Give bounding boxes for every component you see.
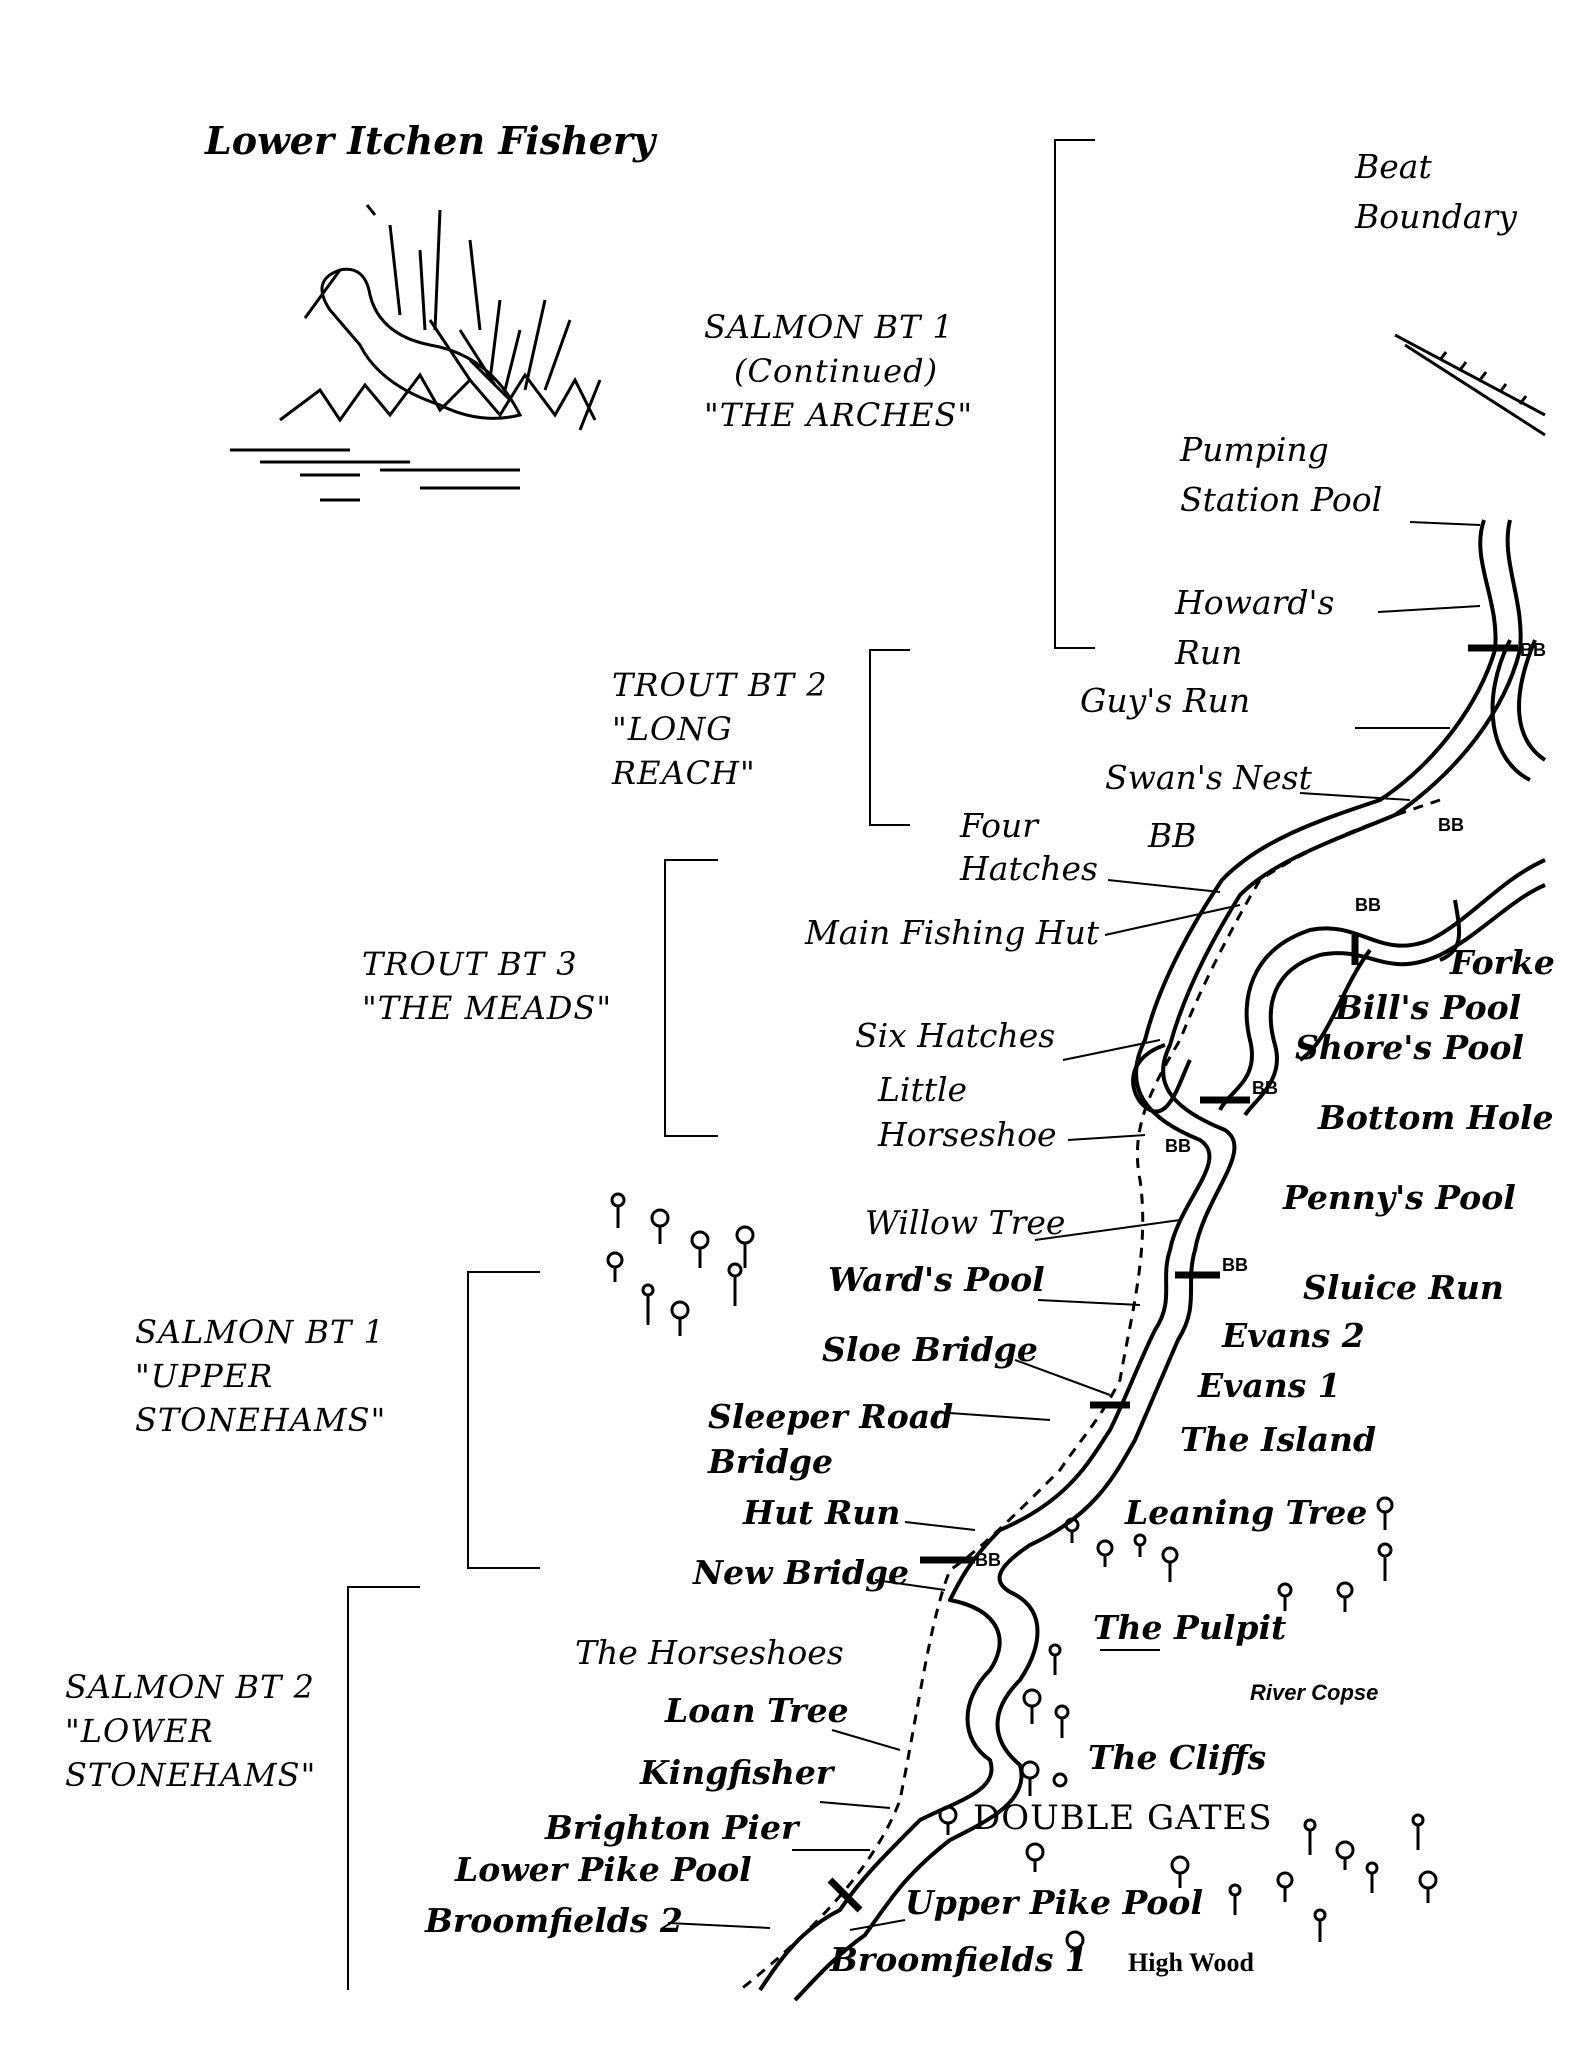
label-evans-2: Evans 2 xyxy=(1222,1316,1365,1355)
label-double-gates: DOUBLE GATES xyxy=(973,1798,1273,1838)
footpath xyxy=(739,798,1441,1992)
bridge-mark: BB xyxy=(1222,1255,1248,1275)
map-title: Lower Itchen Fishery xyxy=(205,118,656,163)
label-pennys-pool: Penny's Pool xyxy=(1283,1178,1516,1217)
bridge-mark: BB xyxy=(1355,895,1381,915)
label-forke: Forke xyxy=(1450,943,1555,982)
label-evans-1: Evans 1 xyxy=(1198,1366,1341,1405)
label-pumping-station-pool: Pumping Station Pool xyxy=(1180,430,1383,519)
label-guys-run: Guy's Run xyxy=(1080,681,1251,720)
river-channel xyxy=(758,519,1523,2002)
label-kingfisher: Kingfisher xyxy=(640,1753,834,1792)
label-four-hatches: Four Hatches xyxy=(960,806,1098,888)
beat-salmon2-lower: SALMON BT 2 "LOWER STONEHAMS" xyxy=(65,1668,317,1795)
label-hut-run: Hut Run xyxy=(743,1493,901,1532)
label-lower-pike-pool: Lower Pike Pool xyxy=(455,1850,752,1889)
heron-illustration xyxy=(230,204,602,502)
label-bills-pool: Bill's Pool xyxy=(1335,988,1522,1027)
leader-lines xyxy=(667,521,1481,1931)
label-sluice-run: Sluice Run xyxy=(1303,1268,1504,1307)
label-shores-pool: Shore's Pool xyxy=(1295,1028,1524,1067)
bridge-mark: BB xyxy=(975,1550,1001,1570)
label-howards-run: Howard's Run xyxy=(1175,583,1335,672)
label-bb: BB xyxy=(1148,816,1197,855)
beat-trout3: TROUT BT 3 "THE MEADS" xyxy=(362,945,613,1028)
label-sleeper-road-bridge: Sleeper Road Bridge xyxy=(708,1397,954,1481)
label-river-copse: River Copse xyxy=(1250,1680,1379,1705)
label-the-cliffs: The Cliffs xyxy=(1088,1738,1267,1777)
label-loan-tree: Loan Tree xyxy=(665,1691,849,1730)
label-new-bridge: New Bridge xyxy=(693,1553,910,1592)
label-brighton-pier: Brighton Pier xyxy=(545,1808,799,1847)
label-the-horseshoes: The Horseshoes xyxy=(575,1633,844,1672)
bridge-mark: BB xyxy=(1252,1078,1278,1098)
beat-salmon1-continued: SALMON BT 1 (Continued) "THE ARCHES" xyxy=(704,308,974,435)
beat-brackets xyxy=(347,139,1095,1990)
label-the-island: The Island xyxy=(1180,1420,1377,1459)
tree-symbols xyxy=(606,1192,1438,1960)
label-little-horseshoe: Little Horseshoe xyxy=(878,1070,1057,1154)
beat-salmon1-upper: SALMON BT 1 "UPPER STONEHAMS" xyxy=(135,1313,387,1440)
label-the-pulpit: The Pulpit xyxy=(1093,1608,1287,1647)
bridge-mark: BB xyxy=(1165,1136,1191,1156)
bridge-bars xyxy=(827,644,1518,1913)
label-bottom-hole: Bottom Hole xyxy=(1318,1098,1554,1137)
label-wards-pool: Ward's Pool xyxy=(828,1260,1045,1299)
label-broomfields-2: Broomfields 2 xyxy=(425,1901,683,1940)
label-upper-pike-pool: Upper Pike Pool xyxy=(905,1883,1203,1922)
beat-trout2: TROUT BT 2 "LONG REACH" xyxy=(612,666,828,793)
beat-boundary-label: Beat Boundary xyxy=(1355,147,1517,236)
bridge-mark: BB xyxy=(1520,640,1546,660)
label-main-fishing-hut: Main Fishing Hut xyxy=(805,913,1100,952)
river-loops xyxy=(1131,639,1547,1117)
bridge-mark: BB xyxy=(1438,815,1464,835)
label-broomfields-1: Broomfields 1 xyxy=(830,1940,1088,1979)
label-swans-nest: Swan's Nest xyxy=(1105,758,1312,797)
label-high-wood: High Wood xyxy=(1128,1948,1254,1977)
label-willow-tree: Willow Tree xyxy=(865,1203,1066,1242)
label-sloe-bridge: Sloe Bridge xyxy=(822,1330,1038,1369)
label-leaning-tree: Leaning Tree xyxy=(1125,1493,1368,1532)
label-six-hatches: Six Hatches xyxy=(855,1016,1056,1055)
beat-boundary-arrow xyxy=(1394,333,1546,437)
